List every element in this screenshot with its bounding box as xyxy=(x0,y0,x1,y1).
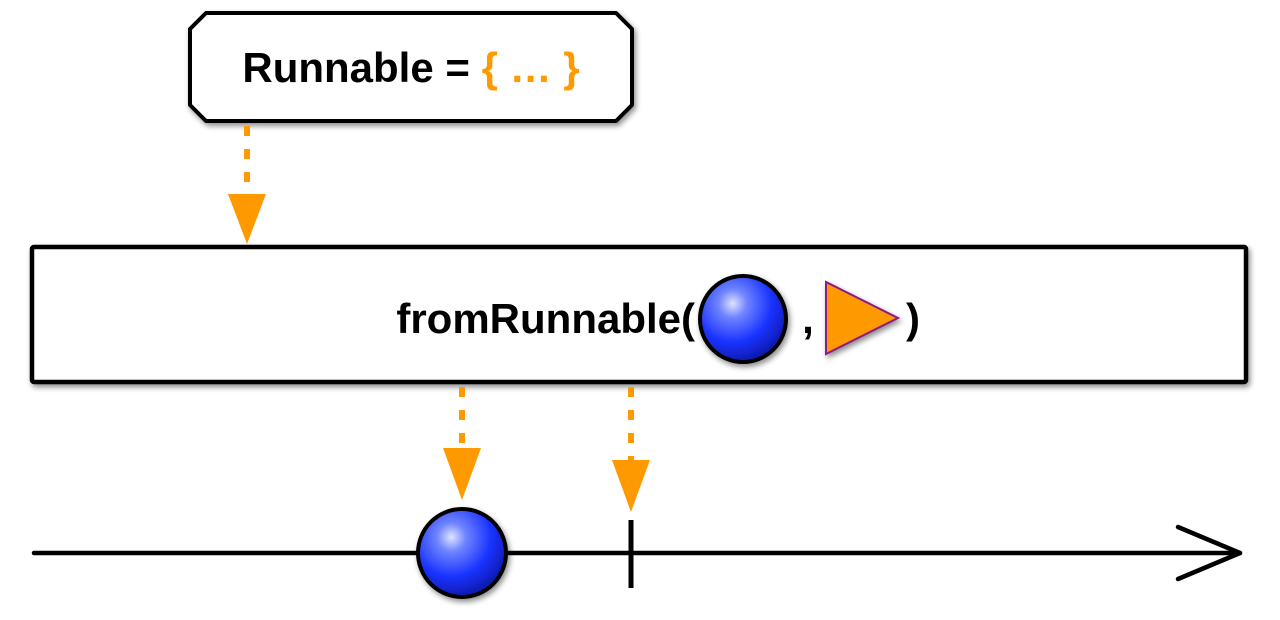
emission-arrow xyxy=(443,387,481,500)
emitted-item-marble xyxy=(416,507,508,599)
input-arrow xyxy=(228,126,266,244)
operator-box xyxy=(29,244,1249,385)
runnable-source-box xyxy=(188,11,634,123)
output-timeline xyxy=(31,524,1243,582)
input-arrowhead xyxy=(228,194,266,244)
timeline-arrowhead xyxy=(1175,524,1243,582)
operator-separator: , xyxy=(802,295,814,342)
operator-label-start: fromRunnable( xyxy=(396,295,695,342)
completion-arrow xyxy=(612,387,650,512)
blue-circle-icon xyxy=(698,274,788,364)
runnable-prefix: Runnable = xyxy=(242,44,481,91)
operator-label-end: ) xyxy=(906,295,920,342)
orange-triangle-icon xyxy=(825,280,901,356)
runnable-code: { … } xyxy=(482,44,580,91)
runnable-label: Runnable = { … } xyxy=(242,44,579,91)
completion-arrowhead xyxy=(612,460,650,512)
emission-arrowhead xyxy=(443,448,481,500)
